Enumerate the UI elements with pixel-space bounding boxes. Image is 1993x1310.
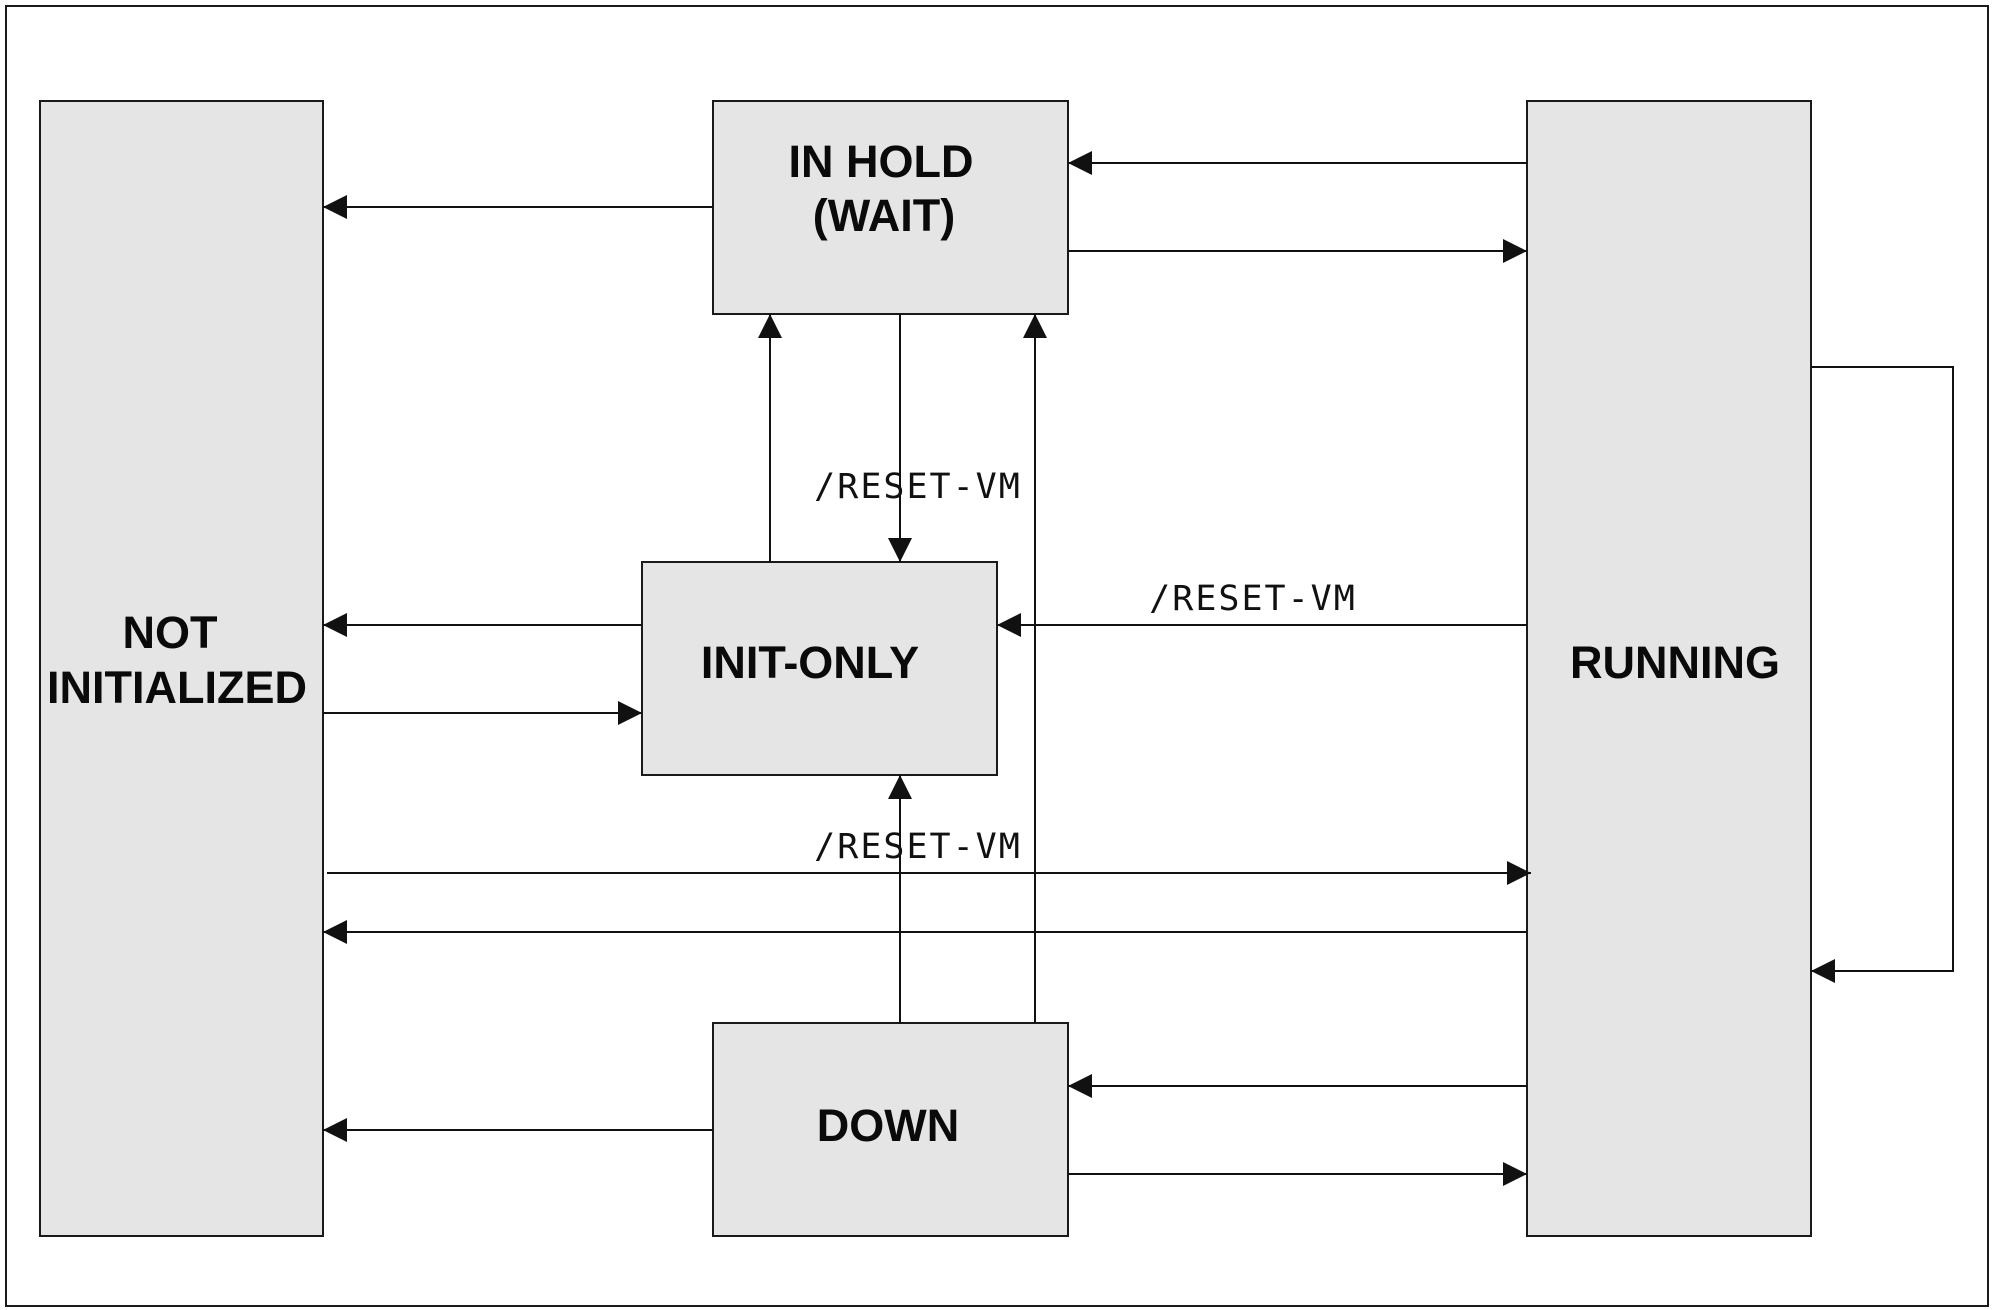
state-label-not-initialized-line2: INITIALIZED [47,662,307,713]
transition-label-running-to-initonly: /RESET-VM [1149,579,1357,619]
state-label-in-hold-line1: IN HOLD [789,136,974,187]
state-label-running: RUNNING [1570,637,1780,688]
state-label-not-initialized-line1: NOT [123,607,218,658]
transition-label-down-to-initonly: /RESET-VM [814,827,1022,867]
state-label-init-only: INIT-ONLY [701,637,919,688]
arrow-running-self-loop [1811,366,1954,983]
state-label-in-hold-line2: (WAIT) [813,190,955,241]
state-label-down: DOWN [817,1100,959,1151]
state-down [712,1022,1069,1237]
state-running [1526,100,1812,1237]
state-not-initialized [39,100,324,1237]
transition-label-inhold-to-initonly: /RESET-VM [814,467,1022,507]
state-init-only [641,561,998,776]
state-in-hold [712,100,1069,315]
